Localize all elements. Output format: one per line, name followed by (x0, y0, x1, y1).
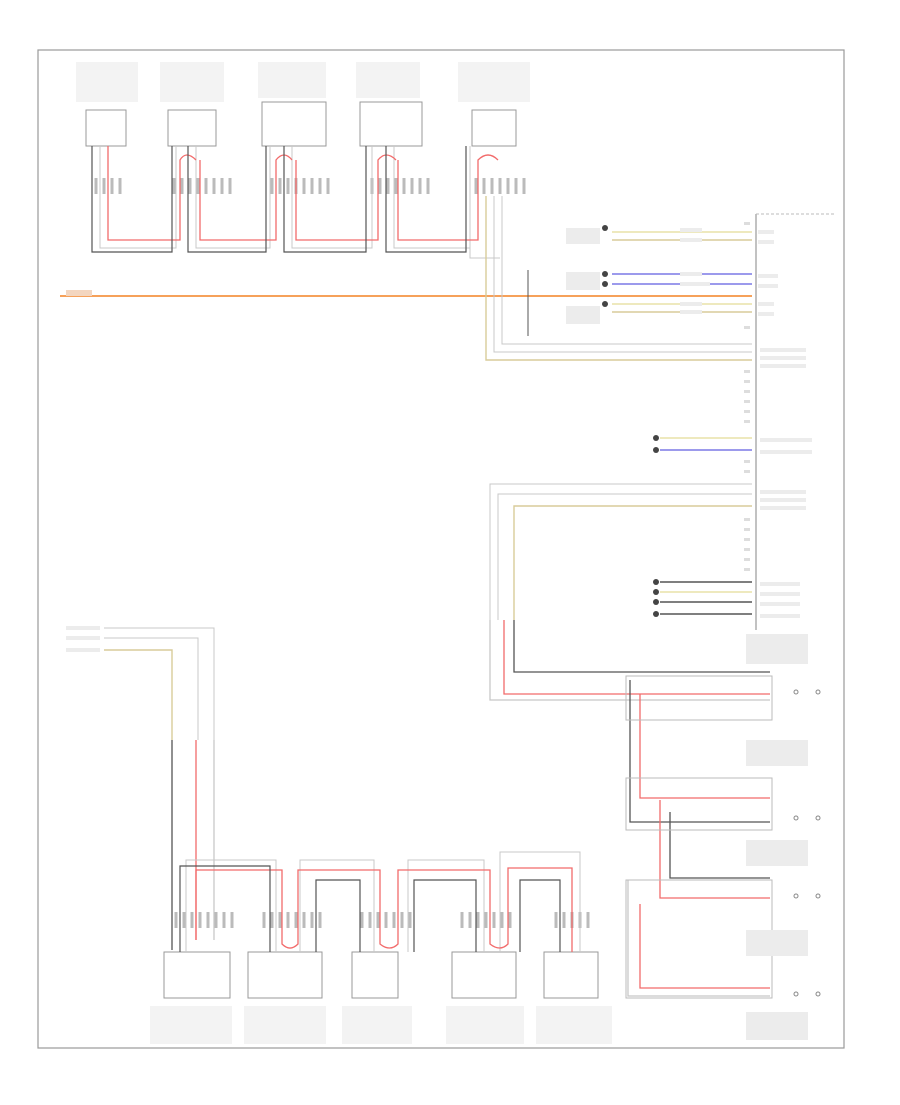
right-lower-switches (793, 689, 821, 997)
bottom-sensor-label-5 (536, 1006, 612, 1044)
control-module (755, 213, 836, 630)
bottom-sensor-label-3 (342, 1006, 412, 1044)
module-middle-wires (485, 196, 752, 361)
top-sensor-label-2 (160, 62, 224, 102)
top-sensor-label-1 (76, 62, 138, 102)
top-sensor-3 (258, 62, 327, 147)
bottom-sensor-5 (536, 951, 612, 1044)
bottom-sensor-group (150, 951, 612, 1044)
left-signal-labels (66, 626, 100, 652)
module-right-labels (746, 348, 812, 664)
module-sensor-signal-wires (660, 437, 752, 451)
bottom-sensor-label-1 (150, 1006, 232, 1044)
top-gray-wires (99, 146, 500, 259)
bottom-sensor-3 (342, 951, 412, 1044)
top-sensor-label-4 (356, 62, 420, 98)
top-sensor-5 (458, 62, 530, 147)
bottom-dark-wires (179, 865, 561, 952)
module-bottom-signal-wires (660, 581, 752, 615)
bottom-gray-wires (185, 851, 581, 952)
module-sensor-signal-plugs (653, 435, 659, 453)
bottom-connector-pins (174, 912, 590, 928)
module-upper-plugs (602, 225, 608, 307)
top-sensor-label-3 (258, 62, 326, 98)
bottom-red-wires (195, 867, 573, 952)
bottom-sensor-4 (446, 951, 524, 1044)
top-sensor-4 (356, 62, 423, 147)
module-pin-column (744, 222, 750, 571)
top-sensor-label-5 (458, 62, 530, 102)
top-sensor-2 (160, 62, 224, 147)
bottom-sensor-1 (150, 951, 232, 1044)
diagram-frame (37, 49, 845, 1049)
bottom-sensor-2 (244, 951, 326, 1044)
top-sensor-1 (76, 62, 138, 147)
module-bottom-signal-plugs (653, 579, 659, 617)
bottom-sensor-label-4 (446, 1006, 524, 1044)
top-dark-wires (91, 146, 467, 253)
right-lower-harness (489, 620, 770, 997)
top-sensor-group (76, 62, 530, 147)
module-upper-labels (566, 228, 778, 324)
orange-bus-label (66, 290, 92, 296)
bottom-sensor-label-2 (244, 1006, 326, 1044)
top-connector-pins (94, 178, 526, 194)
module-lower-wires (489, 483, 752, 620)
right-lower-labels (746, 740, 808, 1040)
top-red-wires (107, 146, 499, 241)
left-signal-wires (104, 627, 215, 740)
